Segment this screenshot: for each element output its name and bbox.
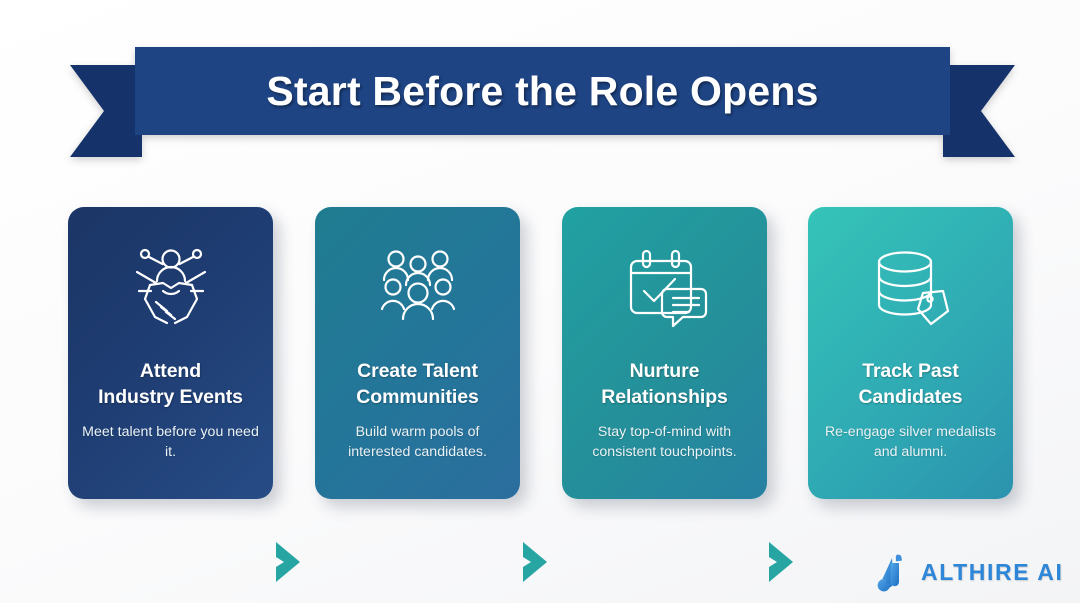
- database-tag-icon: [863, 239, 959, 335]
- brand-name: ALTHIRE AI: [921, 558, 1064, 585]
- handshake-network-icon: [123, 239, 219, 335]
- althire-a-monogram-icon: [872, 552, 914, 592]
- step-card-4-title-line2: Candidates: [858, 385, 963, 408]
- step-card-3-title: Nurture Relationships: [571, 359, 759, 411]
- step-card-1[interactable]: Attend Industry Events Meet talent befor…: [68, 207, 273, 499]
- step-card-2-description: Build warm pools of interested candidate…: [348, 423, 487, 460]
- calendar-check-chat-icon: [617, 239, 713, 335]
- step-card-4-description: Re-engage silver medalists and alumni.: [824, 423, 997, 460]
- step-card-2-title-line2: Communities: [356, 385, 479, 408]
- page-title: Start Before the Role Opens: [266, 67, 819, 114]
- step-card-1-title-line1: Attend: [139, 360, 202, 382]
- chevron-right-icon: [523, 542, 547, 582]
- step-card-4[interactable]: Track Past Candidates Re-engage silver m…: [808, 207, 1013, 499]
- step-card-2-title: Create Talent Communities: [324, 359, 512, 411]
- chevron-right-icon: [276, 542, 300, 582]
- step-card-3-title-line2: Relationships: [601, 385, 728, 408]
- step-card-3-title-line1: Nurture: [629, 360, 700, 382]
- banner-ribbon-shape: [70, 47, 1015, 157]
- chevron-right-icon: [769, 542, 793, 582]
- step-card-3[interactable]: Nurture Relationships Stay top-of-mind w…: [562, 207, 767, 499]
- people-group-icon: [370, 239, 466, 335]
- step-card-3-description: Stay top-of-mind with consistent touchpo…: [592, 423, 737, 460]
- brand-logo: ALTHIRE AI: [872, 550, 1064, 594]
- step-card-4-title-line1: Track Past: [862, 360, 959, 382]
- chevron-right-icon-2: [521, 540, 561, 584]
- chevron-right-icon-3: [767, 540, 807, 584]
- step-card-2[interactable]: Create Talent Communities Build warm poo…: [315, 207, 520, 499]
- step-card-1-description: Meet talent before you need it.: [82, 423, 259, 460]
- steps-row: Attend Industry Events Meet talent befor…: [0, 207, 1080, 582]
- title-banner: Start Before the Role Opens: [60, 38, 1025, 168]
- step-card-1-title: Attend Industry Events: [77, 359, 265, 411]
- step-card-1-title-line2: Industry Events: [98, 385, 243, 408]
- step-card-2-title-line1: Create Talent: [357, 360, 478, 382]
- chevron-right-icon-1: [274, 540, 314, 584]
- step-card-4-title: Track Past Candidates: [817, 359, 1005, 411]
